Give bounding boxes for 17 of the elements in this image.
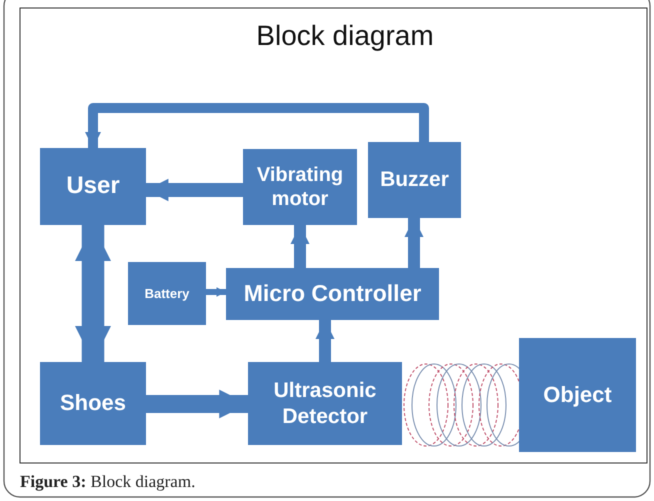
arrow — [146, 390, 248, 418]
arrow — [315, 320, 335, 362]
buzzer-block: Buzzer — [368, 142, 461, 218]
object-block: Object — [519, 338, 636, 452]
arrow — [206, 287, 226, 297]
arrow — [75, 225, 111, 362]
figure-caption: Figure 3: Block diagram. — [20, 472, 196, 492]
arrow — [404, 218, 424, 268]
arrow — [146, 178, 243, 202]
arrow — [290, 225, 310, 268]
shoes-block: Shoes — [40, 362, 146, 445]
user-block: User — [40, 148, 146, 225]
motor-block: Vibrating motor — [243, 149, 357, 225]
controller-block: Micro Controller — [226, 268, 439, 320]
diagram-title: Block diagram — [255, 20, 435, 52]
detector-block: Ultrasonic Detector — [248, 362, 402, 445]
battery-block: Battery — [128, 262, 206, 325]
